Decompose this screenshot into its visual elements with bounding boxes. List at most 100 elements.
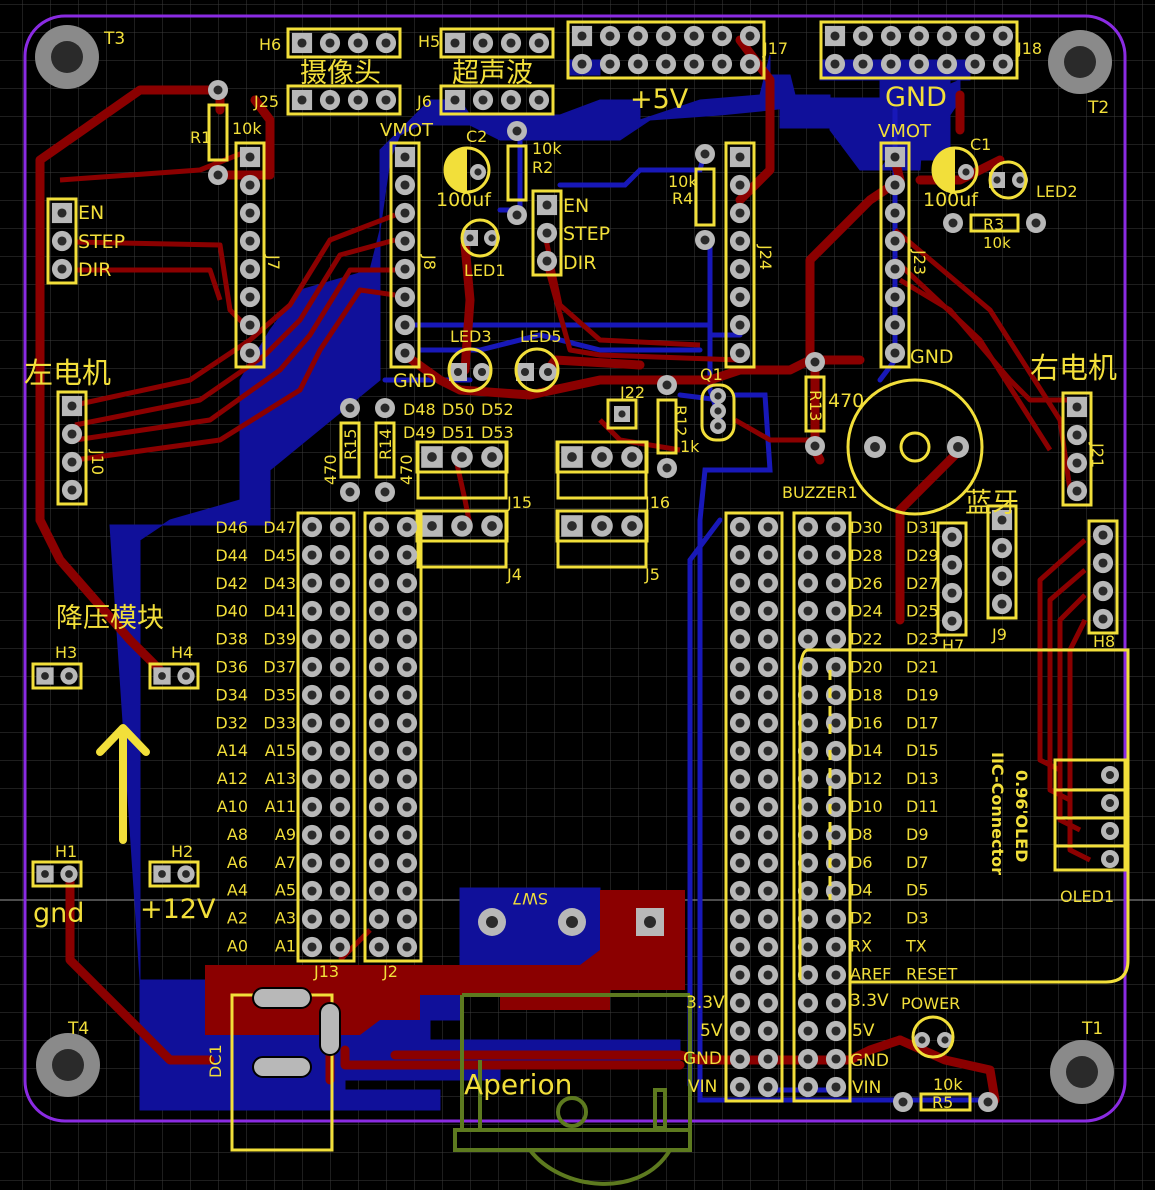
pad (729, 1076, 751, 1098)
label-J17: J17 (762, 39, 788, 58)
pad (368, 516, 390, 538)
pad (462, 230, 478, 246)
pad (880, 53, 902, 75)
pad (614, 406, 630, 422)
label-J18: J18 (1016, 39, 1042, 58)
pin-label: D14 (850, 741, 883, 760)
pad (208, 165, 228, 185)
pin-label: D22 (850, 630, 883, 649)
label-T4: T4 (67, 1019, 89, 1039)
pad (394, 230, 416, 252)
pad (368, 740, 390, 762)
pad (797, 544, 819, 566)
label-J13: J13 (313, 962, 339, 981)
label-camera: 摄像头 (300, 58, 381, 89)
label-T2: T2 (1087, 98, 1109, 118)
pad (368, 544, 390, 566)
pad (528, 32, 550, 54)
pin-label: A3 (275, 909, 296, 928)
label-power: POWER (901, 994, 960, 1013)
label-H6: H6 (259, 35, 281, 54)
pad (51, 258, 73, 280)
pad (396, 684, 418, 706)
label-ultrasonic: 超声波 (452, 58, 533, 89)
pin-label: D8 (850, 825, 873, 844)
pad (757, 656, 779, 678)
pad (914, 1032, 930, 1048)
pin-label: D33 (263, 713, 296, 732)
pad (301, 936, 323, 958)
pad (329, 824, 351, 846)
pin-label: D26 (850, 574, 883, 593)
label-dir-mid: DIR (563, 252, 596, 274)
pad (657, 375, 677, 395)
pin-label: D6 (850, 853, 873, 872)
label-J24: J24 (756, 244, 775, 270)
pin-label: D28 (850, 546, 883, 565)
pad (978, 1092, 998, 1112)
label-bluetooth: 蓝牙 (965, 488, 1019, 519)
pad (1101, 766, 1119, 784)
pin-label: D32 (215, 713, 248, 732)
pad (729, 992, 751, 1014)
pad (396, 936, 418, 958)
label-R4: R4 (672, 189, 693, 208)
pad (368, 712, 390, 734)
pad (936, 25, 958, 47)
pad (481, 515, 503, 537)
header-J8 (389, 141, 421, 369)
pad (621, 446, 643, 468)
pad (368, 824, 390, 846)
label-en-mid: EN (563, 195, 589, 217)
pad (301, 712, 323, 734)
pad (500, 89, 522, 111)
pad (396, 712, 418, 734)
pad (655, 25, 677, 47)
label-R14-value: 470 (397, 454, 416, 485)
pad (472, 32, 494, 54)
pin-label: D17 (906, 713, 939, 732)
pad (536, 250, 558, 272)
pad (61, 479, 83, 501)
label-D52: D52 (481, 400, 514, 419)
pad (301, 740, 323, 762)
label-C2: C2 (466, 127, 487, 146)
pin-label: D41 (263, 602, 296, 621)
board-outline (23, 14, 1127, 1123)
pad (591, 515, 613, 537)
label-LED3: LED3 (450, 327, 492, 346)
pad (561, 446, 583, 468)
header-H8 (1087, 519, 1119, 635)
pad (368, 656, 390, 678)
pad (516, 363, 534, 381)
pad (824, 53, 846, 75)
pad (368, 768, 390, 790)
pin-label: RESET (906, 964, 957, 983)
label-H1: H1 (55, 842, 77, 861)
label-aperion: Aperion (464, 1068, 572, 1101)
pad (825, 516, 847, 538)
pad (329, 852, 351, 874)
pad (239, 146, 261, 168)
pad (852, 25, 874, 47)
resistor-R13 (804, 375, 826, 433)
label-buck-module: 降压模块 (56, 603, 164, 634)
pad (329, 936, 351, 958)
pad (739, 53, 761, 75)
pad (239, 314, 261, 336)
header-H2 (148, 860, 200, 888)
pad (375, 32, 397, 54)
pin-label: D37 (263, 658, 296, 677)
pad (301, 572, 323, 594)
pad (561, 515, 583, 537)
pad (329, 572, 351, 594)
pad (797, 712, 819, 734)
pin-label: A11 (265, 797, 296, 816)
pad (852, 53, 874, 75)
label-R13-value: 470 (828, 390, 864, 412)
header-en-step-dir-mid (531, 189, 563, 277)
pad (340, 482, 360, 502)
resistor-R15 (339, 421, 361, 479)
pin-label: D47 (263, 518, 296, 537)
